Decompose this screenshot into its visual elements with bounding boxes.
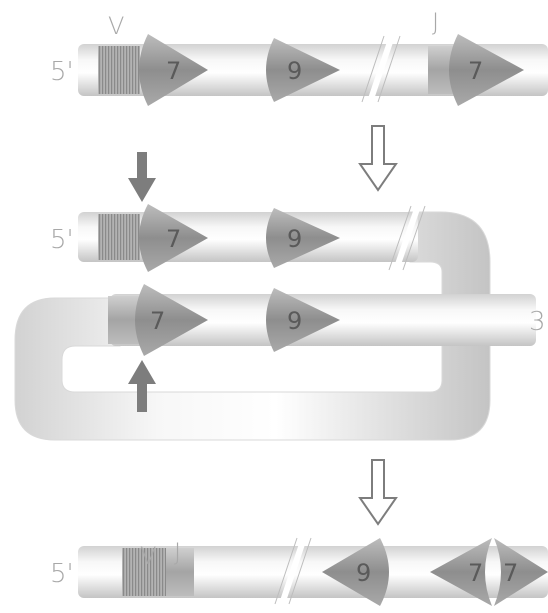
j-label: J: [174, 538, 181, 566]
dna-tube: [78, 546, 548, 598]
heptamer-signal: [135, 284, 208, 356]
j-label: J: [432, 8, 439, 36]
three-prime-label: 3: [529, 307, 546, 337]
cleavage-arrow-down-icon: [128, 152, 156, 202]
v-label: V: [140, 542, 156, 570]
five-prime-label: 5': [50, 225, 74, 255]
heptamer-signal: [430, 538, 492, 606]
heptamer-label: 7: [150, 307, 165, 335]
looped-dna-strand: 7 9 5' 7 9 3: [14, 204, 546, 441]
heptamer-signal: [449, 34, 524, 106]
break-slash-icon: [388, 205, 426, 271]
nonamer-label: 9: [287, 57, 302, 85]
nonamer-signal: [266, 208, 340, 268]
v-gene-segment: [98, 214, 140, 260]
v-label: V: [108, 12, 124, 40]
nonamer-label: 9: [356, 559, 371, 587]
nonamer-signal: [322, 538, 389, 606]
heptamer-signal: [139, 34, 208, 106]
germline-dna-strand: 7 9 7 5' V J: [50, 8, 548, 106]
five-prime-label: 5': [50, 559, 74, 589]
nonamer-label: 9: [287, 307, 302, 335]
five-prime-label: 5': [50, 57, 74, 87]
heptamer-label: 7: [468, 559, 483, 587]
nonamer-signal: [266, 38, 340, 102]
heptamer-signal: [494, 538, 548, 606]
v-gene-segment: [98, 46, 140, 94]
v-gene-segment: [122, 548, 166, 596]
j-gene-segment: [166, 548, 194, 596]
heptamer-label: 7: [166, 225, 181, 253]
down-arrow-icon: [358, 459, 398, 526]
heptamer-label: 7: [166, 57, 181, 85]
down-arrow-icon: [358, 125, 398, 192]
cleavage-arrow-up-icon: [128, 360, 156, 412]
j-gene-segment: [108, 296, 140, 344]
heptamer-label: 7: [503, 559, 518, 587]
nonamer-label: 9: [287, 225, 302, 253]
recombined-dna-strand: 9 7 7 5' V J: [50, 537, 548, 606]
break-slash-icon: [274, 537, 312, 605]
nonamer-signal: [266, 288, 340, 352]
break-slash-icon: [361, 35, 401, 103]
heptamer-label: 7: [468, 57, 483, 85]
heptamer-signal: [139, 204, 208, 272]
